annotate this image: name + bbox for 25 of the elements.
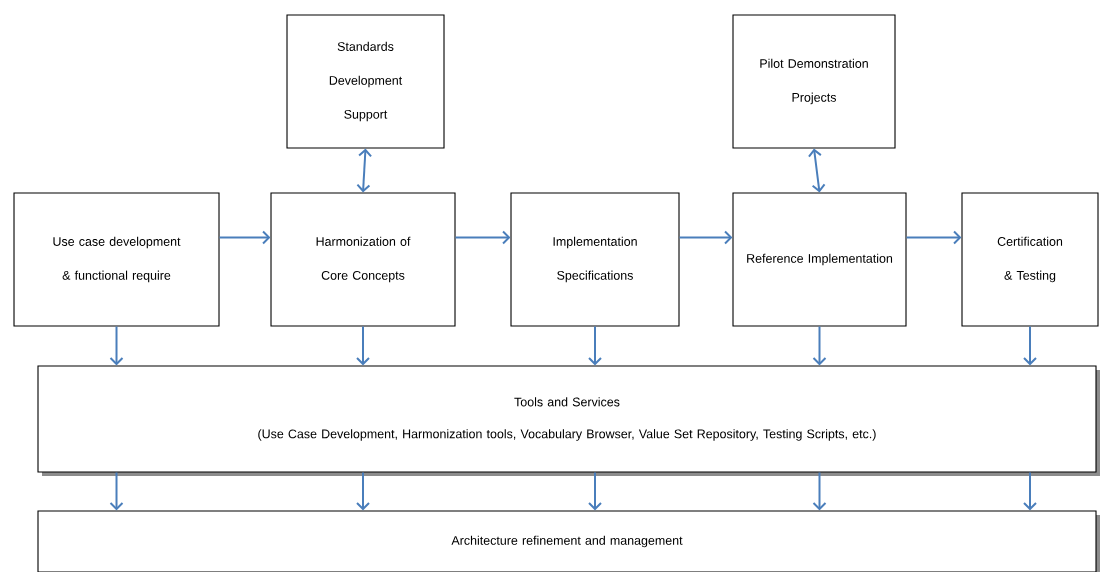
process-box: Architecture refinement and management <box>37 510 1100 572</box>
process-box: Certification & Testing <box>961 192 1099 327</box>
arrow <box>588 471 602 511</box>
arrow <box>812 471 827 511</box>
process-box: Reference Implementation <box>732 192 907 327</box>
process-box: Tools and Services (Use Case Development, Harmonization tools, Vocabulary Browser, Value Set Repository, Testing Scripts, etc.) <box>37 365 1100 476</box>
process-box: Standards Development Support <box>286 14 445 149</box>
arrow <box>356 148 373 193</box>
arrow <box>356 471 370 511</box>
arrow <box>807 148 826 193</box>
arrow <box>1023 325 1037 366</box>
arrow <box>1023 471 1037 511</box>
arrow <box>454 230 511 245</box>
arrow <box>905 230 962 245</box>
process-box: Implementation Specifications <box>510 192 680 327</box>
arrow <box>218 230 271 245</box>
process-box: Pilot Demonstration Projects <box>732 14 896 149</box>
arrow <box>109 471 124 511</box>
arrow <box>812 325 827 366</box>
process-box: Use case development & functional require <box>13 192 220 327</box>
arrow <box>678 230 733 245</box>
arrow <box>109 325 124 366</box>
arrow <box>356 325 370 366</box>
arrow <box>588 325 602 366</box>
process-box: Harmonization of Core Concepts <box>270 192 456 327</box>
